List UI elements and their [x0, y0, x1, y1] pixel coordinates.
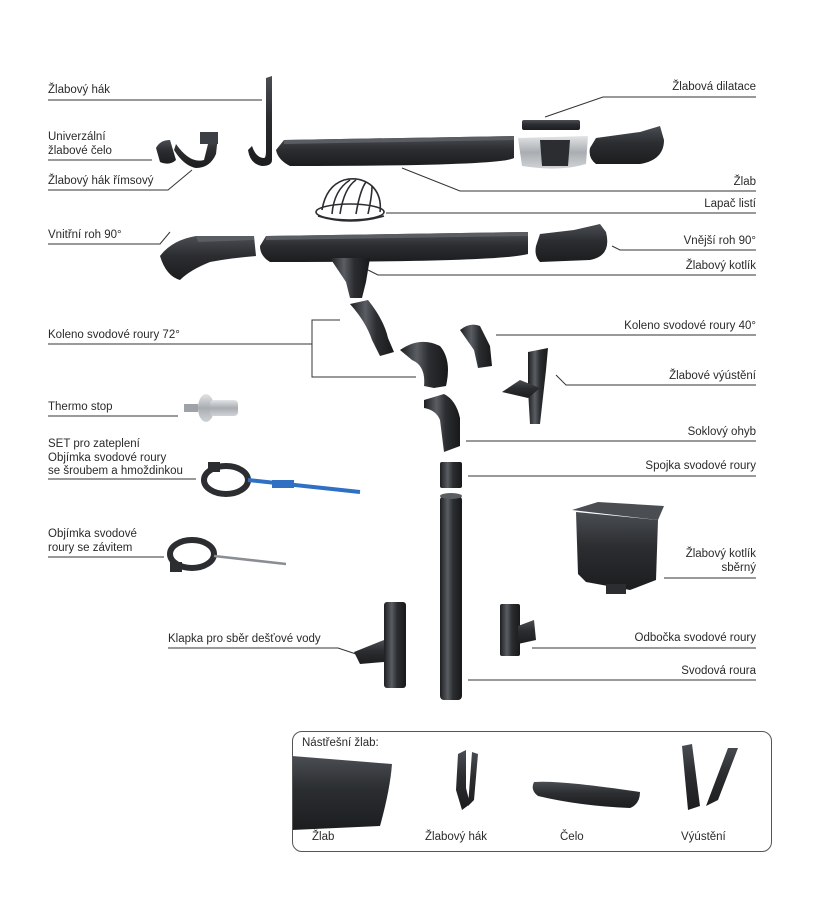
label-dilatace: Žlabová dilatace	[672, 81, 756, 93]
leader-klapka	[168, 647, 363, 657]
inset-gutter-icon	[292, 756, 392, 830]
label-set-zatepleni: SET pro zateplení Objímka svodové roury …	[48, 438, 183, 477]
expansion-joint-icon	[518, 120, 588, 169]
label-kotlik: Žlabový kotlík	[685, 260, 756, 272]
hopper-icon	[572, 502, 664, 594]
leaf-guard-icon	[315, 178, 385, 222]
elbow-40-icon	[460, 324, 492, 368]
inner-corner-icon	[160, 236, 256, 280]
inset-title: Nástřešní žlab:	[302, 737, 379, 749]
gutter-end-cap-icon	[156, 140, 176, 164]
leader-vnitrni-roh	[48, 231, 171, 245]
inset-label-hak: Žlabový hák	[425, 831, 488, 843]
leader-kotlik	[367, 269, 756, 276]
eaves-hook-icon	[174, 132, 218, 168]
pipe-clamp-thread-icon	[167, 537, 287, 572]
leader-vnejsi-roh	[611, 245, 756, 251]
leader-hak-rimsovy	[48, 169, 193, 191]
branch-icon	[500, 604, 536, 656]
gutter-icon	[276, 136, 514, 166]
inset-outlet-icon	[682, 744, 738, 810]
label-lapac: Lapač listí	[704, 198, 756, 210]
label-zlab: Žlab	[733, 176, 756, 188]
label-spojka: Spojka svodové roury	[645, 460, 756, 472]
label-vnitrni-roh: Vnitřní roh 90°	[48, 229, 122, 241]
label-thermo-stop: Thermo stop	[48, 401, 113, 413]
offset-bend-icon	[424, 394, 460, 452]
label-kotlik-sberny: Žlabový kotlík sběrný	[685, 548, 756, 574]
rain-flap-icon	[354, 602, 406, 688]
elbow-72-icon	[350, 300, 448, 388]
leader-vysteni	[555, 374, 756, 386]
pipe-clamp-set-icon	[201, 462, 361, 497]
leader-zlab	[401, 167, 756, 192]
label-vysteni: Žlabové výústění	[669, 370, 756, 382]
label-vnejsi-roh: Vnější roh 90°	[683, 235, 756, 247]
gutter-hook-icon	[248, 76, 272, 166]
leader-koleno-72a	[48, 319, 340, 345]
gutter-end-piece-icon	[589, 126, 664, 164]
label-univerzalni-celo: Univerzální žlabové čelo	[48, 131, 112, 157]
label-koleno-72: Koleno svodové roury 72°	[48, 329, 180, 341]
leader-koleno-72b	[311, 344, 416, 378]
label-klapka: Klapka pro sběr dešťové vody	[168, 633, 321, 645]
thermo-stop-icon	[184, 394, 238, 422]
label-hak-rimsovy: Žlabový hák římsový	[48, 175, 154, 187]
label-odbocka: Odbočka svodové roury	[634, 632, 756, 644]
inset-hook-icon	[456, 750, 478, 810]
outer-corner-icon	[535, 224, 608, 262]
label-objimka-zavit: Objímka svodové roury se závitem	[48, 528, 137, 554]
downpipe-icon	[440, 493, 462, 700]
inset-box	[292, 731, 772, 852]
inset-label-celo: Čelo	[560, 831, 584, 843]
inset-label-vysteni: Výústění	[681, 831, 726, 843]
leader-lines	[48, 96, 756, 681]
label-zlabovy-hak: Žlabový hák	[48, 84, 111, 96]
spout-icon	[502, 348, 548, 424]
coupling-icon	[440, 462, 462, 488]
inset-drawings	[292, 744, 738, 830]
label-koleno-40: Koleno svodové roury 40°	[624, 320, 756, 332]
inset-label-zlab: Žlab	[312, 831, 335, 843]
leader-dilatace	[544, 96, 756, 118]
label-soklovy: Soklový ohyb	[687, 426, 756, 438]
outlet-icon	[260, 232, 528, 298]
label-svodova-roura: Svodová roura	[681, 665, 756, 677]
inset-end-cap-icon	[532, 781, 640, 808]
